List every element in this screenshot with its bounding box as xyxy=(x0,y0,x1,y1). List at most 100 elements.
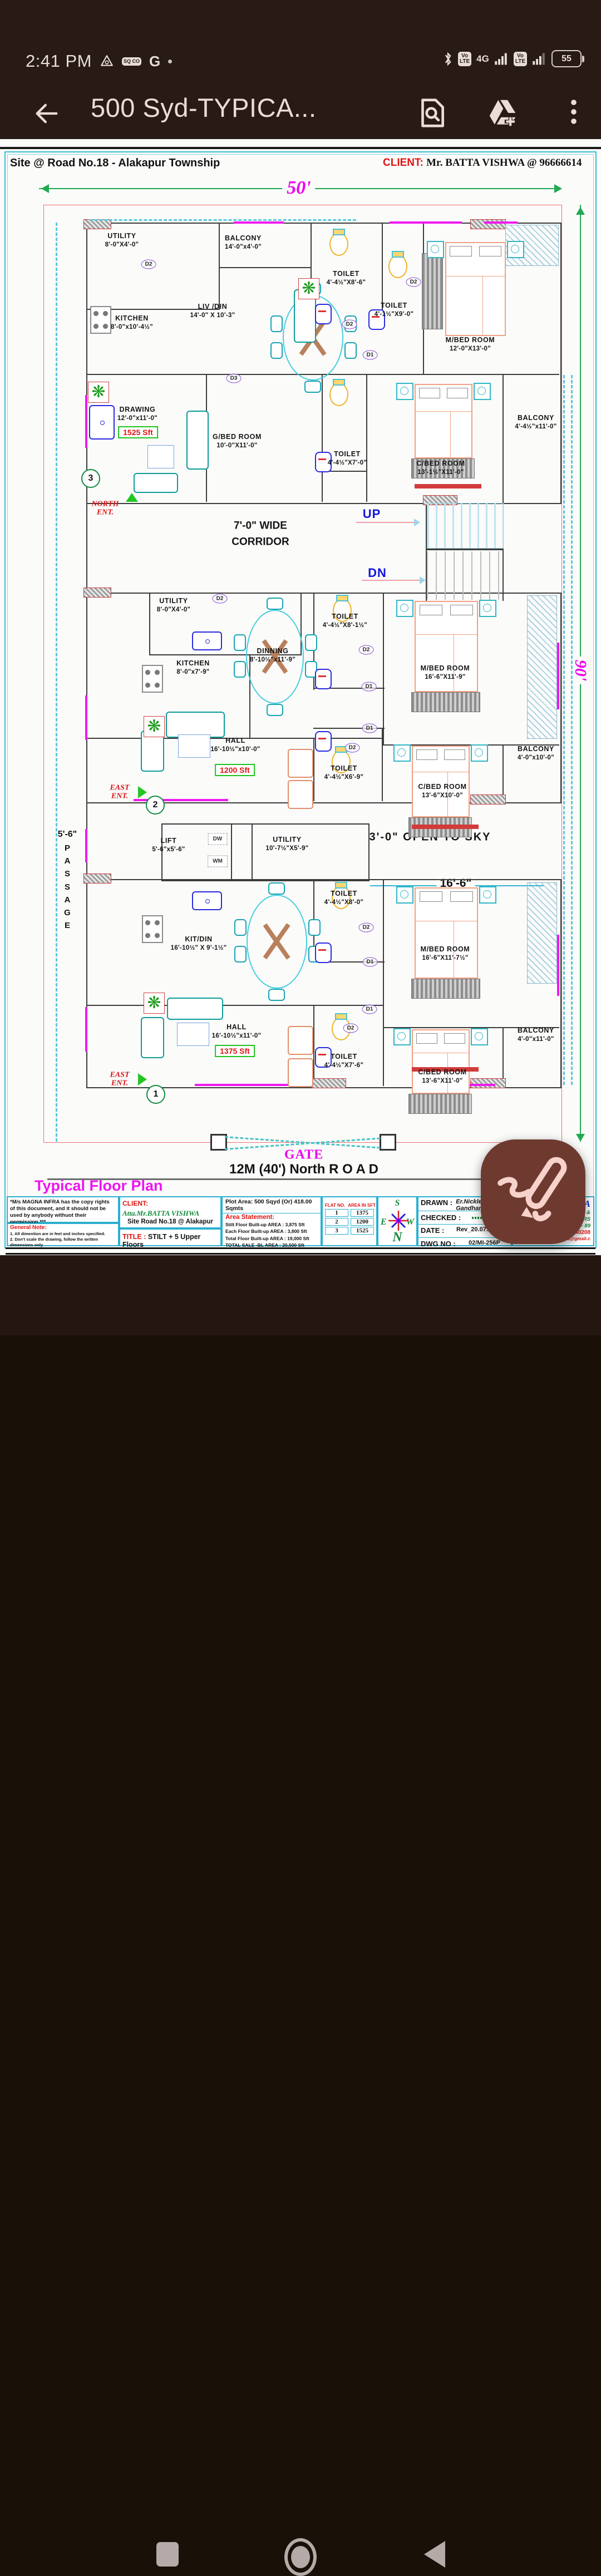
dining-table xyxy=(246,894,307,989)
gate-label: GATE xyxy=(284,1147,324,1162)
floorplan-page[interactable]: Site @ Road No.18 - Alakapur Township CL… xyxy=(0,139,601,1255)
wash-basin xyxy=(315,942,332,963)
plan-title: Typical Floor Plan xyxy=(35,1177,163,1194)
up-arrow xyxy=(356,519,420,526)
chair xyxy=(268,882,285,895)
overflow-menu-button[interactable] xyxy=(558,96,590,128)
compass-e: E xyxy=(381,1217,387,1227)
battery-indicator: 55 xyxy=(551,50,582,67)
wash-basin xyxy=(315,731,332,752)
annotate-fab[interactable] xyxy=(481,1139,585,1244)
column xyxy=(83,874,111,884)
wall xyxy=(322,471,367,472)
compass-n: N xyxy=(392,1230,402,1245)
gate-post-left xyxy=(210,1134,227,1151)
door-tag: D2 xyxy=(342,319,357,329)
stove xyxy=(90,306,111,334)
road-label: 12M (40') North R O A D xyxy=(229,1162,378,1177)
compass-rose-icon xyxy=(388,1211,408,1231)
wall xyxy=(503,1027,504,1086)
window-marker xyxy=(85,395,87,448)
wall xyxy=(503,744,504,801)
flat-table-cell: 1525 xyxy=(351,1227,374,1235)
wall xyxy=(382,728,383,801)
window-marker xyxy=(557,643,559,709)
armchair xyxy=(288,780,313,809)
dim-90ft: 90' xyxy=(571,656,590,685)
bed xyxy=(415,384,472,458)
find-in-page-button[interactable] xyxy=(414,96,449,130)
wall xyxy=(311,223,312,329)
coffee-table xyxy=(147,445,174,468)
window-marker xyxy=(195,1084,289,1086)
window-marker xyxy=(85,695,87,740)
area-badge: 1525 Sft xyxy=(118,426,158,438)
column xyxy=(312,1078,346,1088)
sofa xyxy=(166,712,225,738)
toilet-wc xyxy=(333,595,352,622)
dnd-triangle-icon xyxy=(101,55,113,66)
chair xyxy=(308,919,321,936)
bed xyxy=(415,887,478,979)
plant: ❋ xyxy=(88,382,109,403)
column xyxy=(470,1078,506,1088)
bed-rug xyxy=(422,253,443,329)
window-marker xyxy=(134,799,228,801)
plant: ❋ xyxy=(144,716,165,737)
home-button-dot xyxy=(291,2546,310,2568)
flat-table-cell: 1200 xyxy=(351,1218,374,1226)
wall xyxy=(382,223,383,329)
entry-arrow-icon xyxy=(138,786,147,798)
chair xyxy=(234,946,247,963)
sheet-bottom-edge xyxy=(6,1247,595,1255)
bed-rug xyxy=(408,1094,472,1114)
document-title: 500 Syd-TYPICA... xyxy=(91,93,317,122)
chair xyxy=(234,661,246,678)
revision-date: Rev_20.07.2 xyxy=(456,1226,491,1233)
nightstand xyxy=(396,886,413,904)
back-nav-button[interactable] xyxy=(424,2541,445,2568)
stove xyxy=(142,665,163,693)
g-notification-icon: G xyxy=(149,52,161,70)
bed-rug xyxy=(411,458,475,478)
compass-s: S xyxy=(395,1198,400,1208)
wall xyxy=(231,823,370,881)
add-to-drive-button[interactable] xyxy=(485,96,520,130)
general-note-line: 1. All dimention are in feet and inches … xyxy=(10,1231,106,1236)
nightstand xyxy=(393,1028,411,1045)
client-label: CLIENT: xyxy=(383,157,423,169)
back-button[interactable] xyxy=(32,99,61,128)
chair xyxy=(267,597,283,610)
door-tag: D3 xyxy=(226,373,242,383)
nightstand xyxy=(474,383,491,400)
wall xyxy=(313,738,314,801)
recents-button[interactable] xyxy=(156,2542,179,2567)
wall xyxy=(383,879,384,1086)
chair xyxy=(270,315,283,332)
wall xyxy=(219,223,220,310)
door-tag: D1 xyxy=(362,723,377,733)
door-tag: D2 xyxy=(358,922,374,932)
nightstand xyxy=(479,886,496,904)
chair xyxy=(234,634,246,651)
wall xyxy=(86,1005,384,1006)
coffee-table xyxy=(177,1023,209,1046)
stairs-dn-label: DN xyxy=(368,566,387,580)
open-rail-dashed xyxy=(571,375,573,1085)
